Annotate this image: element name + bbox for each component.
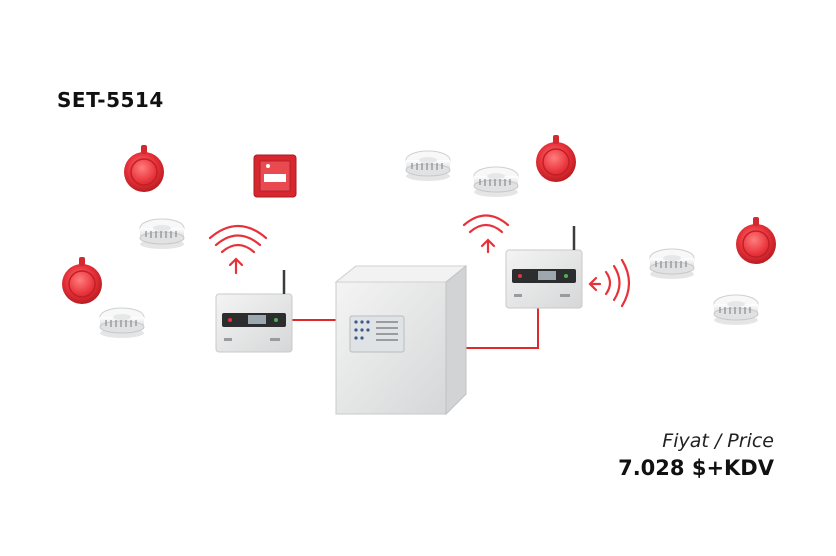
wireless-signal-icon (588, 258, 631, 308)
product-code: SET-5514 (57, 88, 164, 112)
smoke-detector-icon (99, 307, 145, 339)
siren-icon (735, 216, 777, 265)
smoke-detector-icon (473, 166, 519, 198)
siren-icon (61, 256, 103, 305)
wireless-signal-icon (208, 225, 268, 275)
control-panel-icon (334, 264, 468, 416)
manual-call-point-icon (253, 154, 297, 198)
repeater-module-icon (504, 224, 584, 310)
connection-wires (292, 307, 539, 349)
wireless-signal-icon (462, 214, 510, 254)
smoke-detector-icon (713, 294, 759, 326)
siren-icon (123, 144, 165, 193)
price-value: 7.028 $+KDV (618, 456, 774, 480)
siren-icon (535, 134, 577, 183)
price-label: Fiyat / Price (662, 430, 774, 452)
smoke-detector-icon (139, 218, 185, 250)
repeater-module-icon (214, 268, 294, 354)
smoke-detector-icon (649, 248, 695, 280)
smoke-detector-icon (405, 150, 451, 182)
